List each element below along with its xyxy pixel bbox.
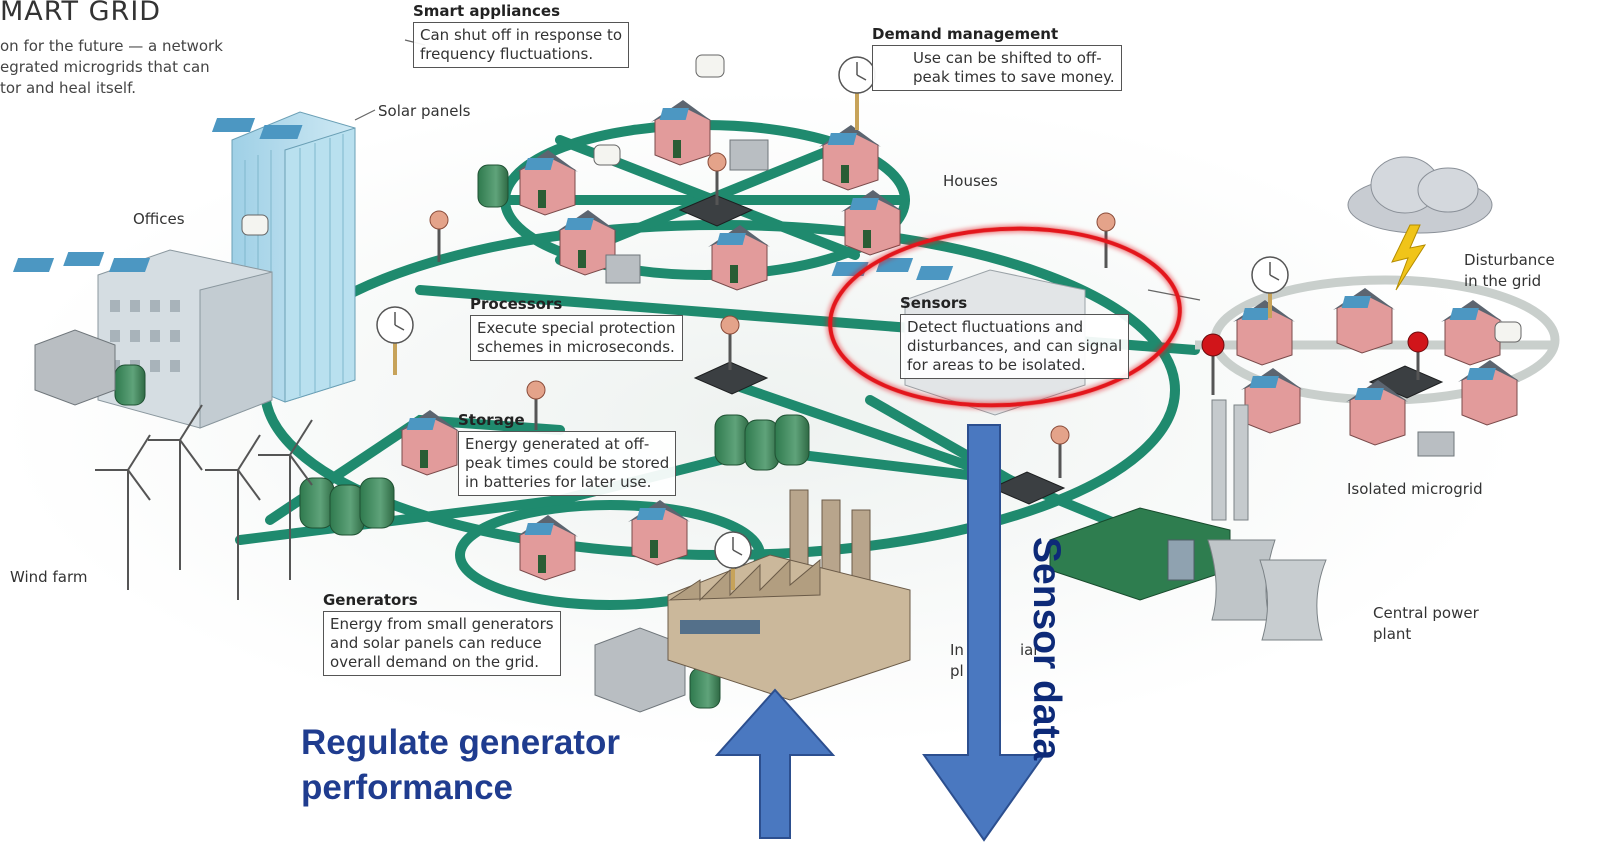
wind-turbines (95, 404, 313, 600)
label-line: Disturbance (1464, 251, 1555, 269)
meter-gauges (376, 56, 1289, 590)
callout-title: Sensors (900, 294, 968, 312)
callout-line: frequency fluctuations. (420, 45, 594, 63)
regulate-arrow (714, 688, 836, 839)
smart-plugs (241, 54, 1522, 343)
callout-line: overall demand on the grid. (330, 653, 540, 671)
overlay-line: performance (301, 768, 514, 807)
callout-body: Detect fluctuations and disturbances, an… (900, 314, 1130, 379)
storage-tanks (114, 164, 810, 709)
callout-line: for areas to be isolated. (907, 356, 1086, 374)
callout-title: Storage (458, 411, 525, 429)
label-isolated-microgrid: Isolated microgrid (1347, 480, 1483, 498)
label-central-power-plant: Central power plant (1373, 603, 1479, 645)
callout-line: Execute special protection (477, 319, 676, 337)
callout-title: Smart appliances (413, 2, 561, 20)
label-wind-farm: Wind farm (10, 568, 88, 586)
sensor-data-label: Sensor data (1025, 537, 1068, 761)
callout-line: disturbances, and can signal (907, 337, 1123, 355)
callout-line: Can shut off in response to (420, 26, 623, 44)
label-line: in the grid (1464, 272, 1542, 290)
callout-line: Use can be shifted to off- (913, 49, 1102, 67)
callout-demand-management: Demand management Use can be shifted to … (872, 25, 1122, 91)
intro-text: on for the future — a network egrated mi… (0, 36, 223, 99)
label-line: Central power (1373, 604, 1479, 622)
callout-line: peak times could be stored (465, 454, 670, 472)
callout-line: schemes in microseconds. (477, 338, 675, 356)
label-houses: Houses (943, 172, 998, 190)
sensor-data-arrow (922, 424, 1046, 842)
label-solar-panels: Solar panels (378, 102, 471, 120)
label-fragment: ial (1019, 641, 1038, 659)
overlay-line: Regulate generator (301, 723, 620, 762)
label-line: plant (1373, 625, 1412, 643)
houses (398, 100, 1520, 581)
callout-processors: Processors Execute special protection sc… (470, 295, 683, 361)
callout-line: Detect fluctuations and (907, 318, 1084, 336)
callout-line: Energy from small generators (330, 615, 554, 633)
storm-cloud (1347, 156, 1493, 291)
callout-body: Execute special protection schemes in mi… (470, 315, 683, 361)
label-offices: Offices (133, 210, 185, 228)
central-power-plant (1049, 399, 1327, 641)
callout-line: peak times to save money. (913, 68, 1115, 86)
sensors-highlight-ring (828, 226, 1182, 408)
callout-body: Energy generated at off- peak times coul… (458, 431, 677, 496)
callout-body: Energy from small generators and solar p… (323, 611, 561, 676)
label-disturbance: Disturbance in the grid (1464, 250, 1555, 292)
callout-line: in batteries for later use. (465, 473, 652, 491)
intro-line: egrated microgrids that can (0, 58, 210, 76)
processor-chips (678, 194, 1444, 505)
callout-generators: Generators Energy from small generators … (323, 591, 561, 676)
callout-sensors: Sensors Detect fluctuations and disturba… (900, 294, 1130, 379)
generator-boxes (34, 139, 1455, 713)
sensor-poles (429, 152, 1429, 478)
callout-line: Energy generated at off- (465, 435, 650, 453)
intro-line: tor and heal itself. (0, 79, 137, 97)
industrial-factory (667, 489, 911, 701)
page-title: MART GRID (0, 0, 162, 27)
intro-line: on for the future — a network (0, 37, 223, 55)
callout-storage: Storage Energy generated at off- peak ti… (458, 411, 677, 496)
callout-title: Processors (470, 295, 563, 313)
label-fragment: In (950, 641, 964, 659)
callout-body: Can shut off in response to frequency fl… (413, 22, 630, 68)
regulate-generator-label: Regulate generator performance (301, 720, 620, 810)
callout-line: and solar panels can reduce (330, 634, 542, 652)
callout-smart-appliances: Smart appliances Can shut off in respons… (413, 2, 630, 68)
callout-body: Use can be shifted to off- peak times to… (872, 45, 1122, 91)
label-fragment: pl (950, 662, 964, 680)
callout-title: Generators (323, 591, 418, 609)
callout-title: Demand management (872, 25, 1059, 43)
label-industrial-plant: In ial pl (950, 640, 1037, 682)
